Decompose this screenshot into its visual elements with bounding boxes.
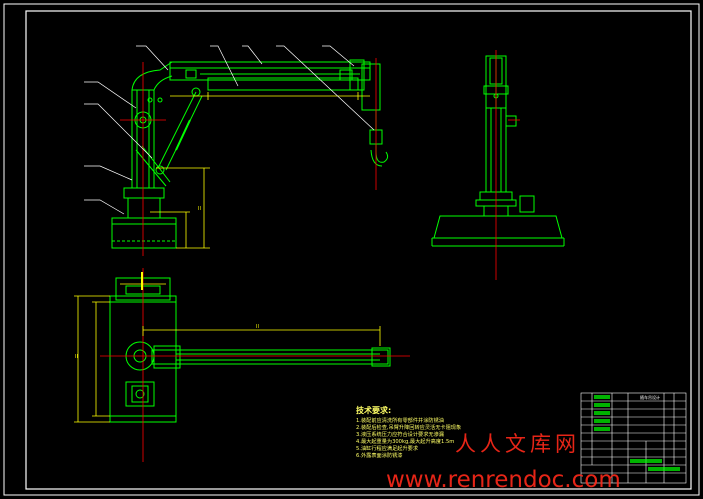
- tech-note-line: 2.装配后检查,吊臂升降回转应灵活无卡阻现象: [356, 425, 462, 431]
- title-block-fill: [594, 395, 680, 471]
- side-base-plate: [433, 215, 563, 239]
- base-block: [111, 217, 177, 249]
- tech-note-line: 3.液压系统压力应符合设计要求无渗漏: [356, 432, 444, 438]
- hook: [375, 144, 389, 163]
- plan-view: [109, 277, 391, 423]
- tech-notes-title: 技术要求:: [356, 406, 392, 415]
- plan-reach-dim: II: [256, 324, 259, 330]
- side-centerline: [495, 50, 520, 280]
- technical-requirements: 技术要求: 1.装配前应清洗所有零部件并涂防锈油 2.装配后检查,吊臂升降回转应…: [356, 405, 571, 460]
- watermark-chinese: 人人文库网: [455, 432, 580, 456]
- watermark-url[interactable]: www.renrendoc.com: [386, 467, 621, 493]
- plan-motor-box: [125, 381, 155, 407]
- side-view: [431, 55, 565, 247]
- plan-width-dim: II: [75, 354, 78, 360]
- tech-note-line: 4.最大起重量为300kg,最大起升高度1.5m: [356, 439, 455, 445]
- plan-dimensions: [74, 272, 381, 423]
- front-centerlines: [120, 58, 377, 256]
- tech-note-line: 6.外露表面涂防锈漆: [356, 453, 403, 459]
- tech-note-line: 5.油缸行程应满足起升要求: [356, 446, 419, 452]
- title-block: [580, 392, 687, 484]
- title-block-name: 随车吊设计: [640, 395, 660, 400]
- tech-note-line: 1.装配前应清洗所有零部件并涂防锈油: [356, 418, 444, 424]
- outer-frame: [3, 3, 700, 496]
- part-leaders: [84, 45, 375, 215]
- plan-centerlines: [100, 268, 410, 462]
- front-view: [111, 59, 389, 249]
- hoist-cylinder: [157, 91, 197, 169]
- inner-frame: [25, 10, 692, 490]
- plan-boom: [151, 349, 389, 365]
- front-dimensions: [150, 92, 370, 249]
- boom: [169, 61, 371, 81]
- front-height-dim: II: [198, 206, 201, 212]
